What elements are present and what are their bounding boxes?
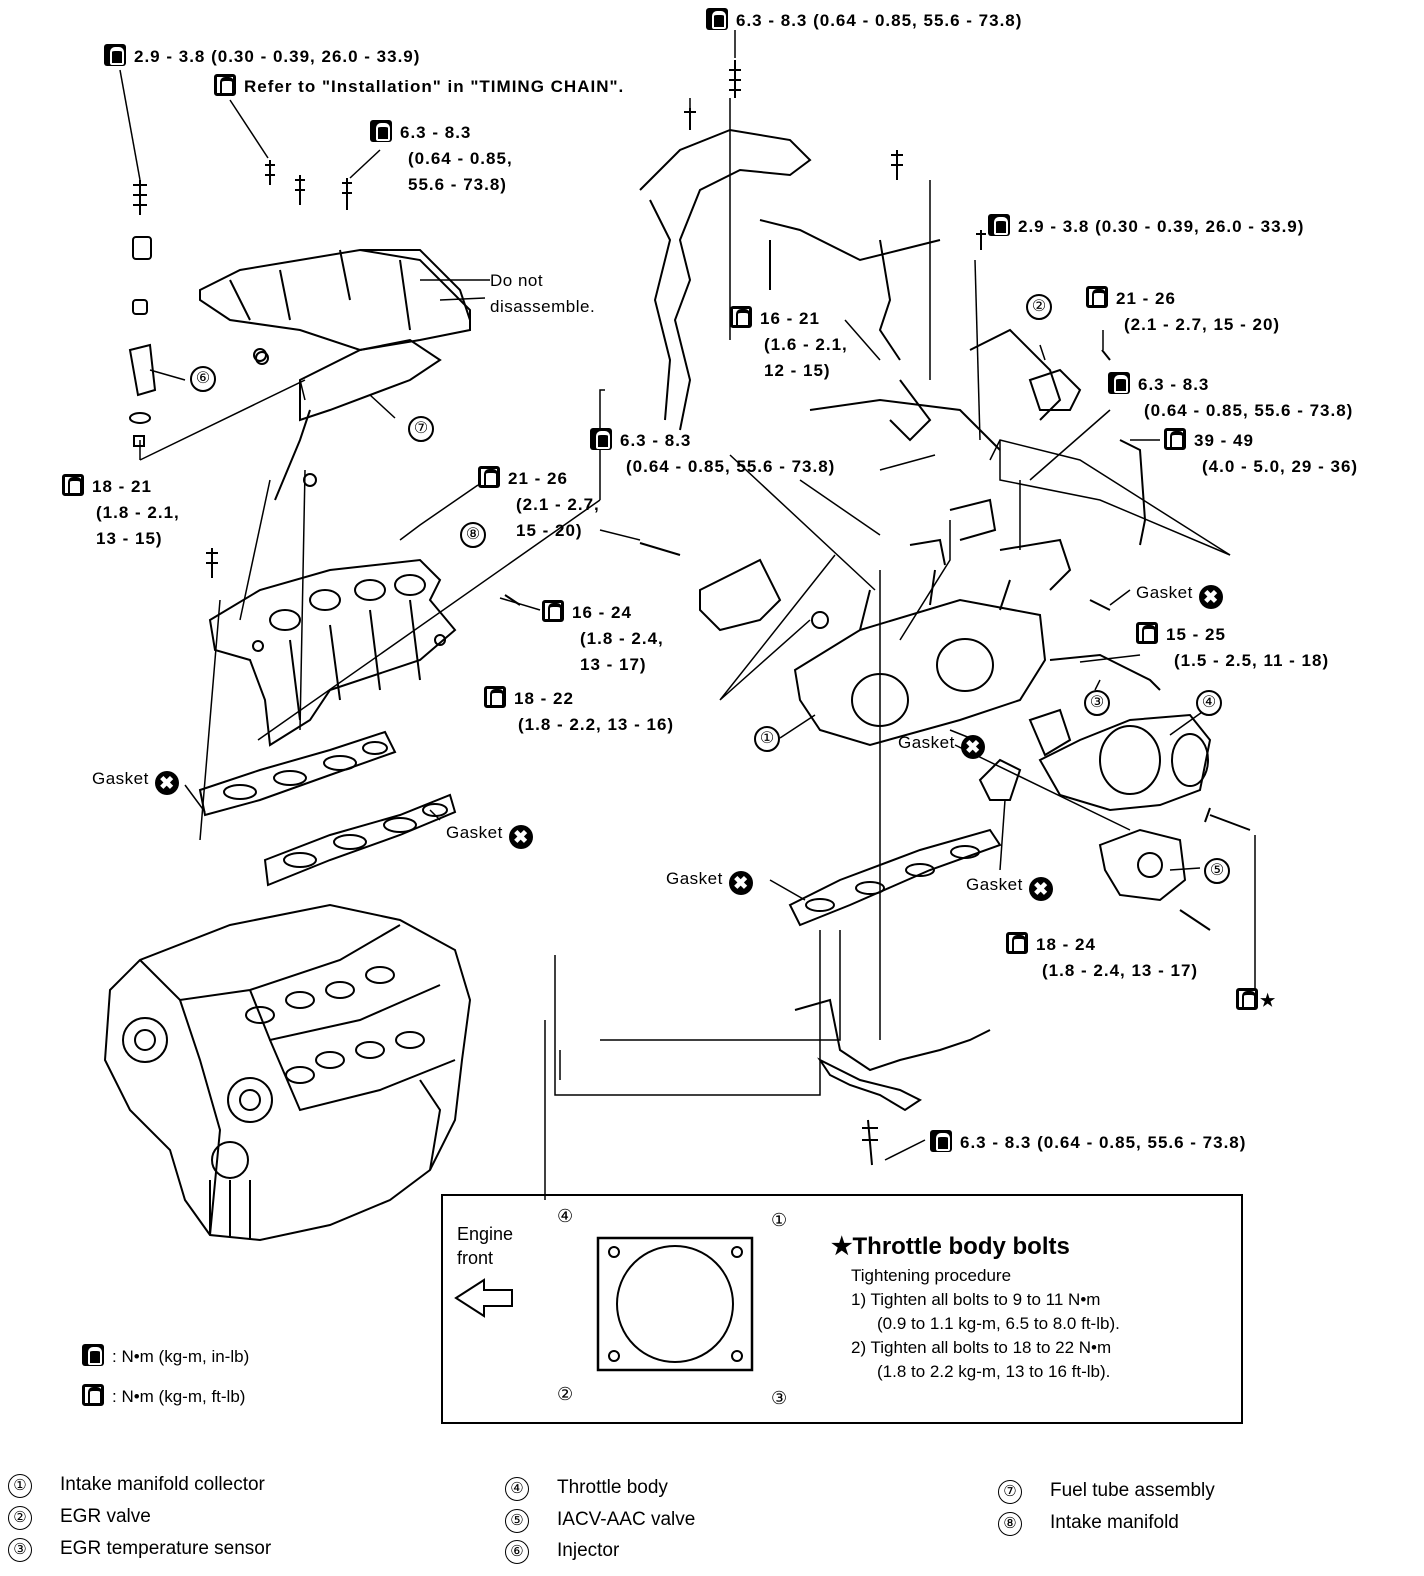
torque-open-icon xyxy=(82,1384,104,1406)
gasket-label-left: Gasket✖ xyxy=(92,766,179,795)
replace-gasket-icon: ✖ xyxy=(508,825,533,849)
torque-open-icon xyxy=(1136,622,1158,644)
torque-right-top: 2.9 - 3.8 (0.30 - 0.39, 26.0 - 33.9) xyxy=(988,214,1304,240)
callout-4: ④ xyxy=(1196,690,1222,716)
do-not-disassemble-note: Do not disassemble. xyxy=(490,271,596,316)
torque-egr-tube: 39 - 49 (4.0 - 5.0, 29 - 36) xyxy=(1164,428,1358,480)
tightening-procedure: Tightening procedure 1) Tighten all bolt… xyxy=(851,1266,1120,1381)
callout-5: ⑤ xyxy=(1204,858,1230,884)
torque-mid-bolts: 16 - 21 (1.6 - 2.1, 12 - 15) xyxy=(730,306,848,384)
torque-collector-bolts: 6.3 - 8.3 (0.64 - 0.85, 55.6 - 73.8) xyxy=(590,428,835,480)
torque-wrench-icon xyxy=(1108,372,1130,394)
bolt-position-4: ④ xyxy=(557,1206,574,1226)
bottom-bracket-drawing xyxy=(794,998,991,1112)
torque-collector-support: 18 - 22 (1.8 - 2.2, 13 - 16) xyxy=(484,686,674,738)
torque-upper-left-bolts: 6.3 - 8.3 (0.64 - 0.85, 55.6 - 73.8) xyxy=(370,120,513,198)
egr-drawing xyxy=(909,368,1161,691)
torque-open-icon xyxy=(730,306,752,328)
bolt-position-2: ② xyxy=(557,1384,574,1404)
throttle-bolts-title: ★Throttle body bolts xyxy=(831,1233,1070,1260)
bolt-position-1: ① xyxy=(771,1210,788,1230)
torque-manifold-bolt-left: 18 - 21 (1.8 - 2.1, 13 - 15) xyxy=(62,474,180,552)
torque-open-icon xyxy=(478,466,500,488)
throttle-gasket-diagram xyxy=(454,1236,754,1372)
torque-wrench-icon xyxy=(706,8,728,30)
torque-open-icon xyxy=(1164,428,1186,450)
torque-wrench-icon xyxy=(590,428,612,450)
torque-wrench-icon xyxy=(370,120,392,142)
gasket-label-egr: Gasket✖ xyxy=(1136,580,1223,609)
torque-right-bolt: 6.3 - 8.3 (0.64 - 0.85, 55.6 - 73.8) xyxy=(1108,372,1353,424)
torque-sensor: 15 - 25 (1.5 - 2.5, 11 - 18) xyxy=(1136,622,1329,674)
torque-manifold-nut: 21 - 26 (2.1 - 2.7, 15 - 20) xyxy=(478,466,600,544)
callout-2: ② xyxy=(1026,294,1052,320)
units-key-open: : N•m (kg-m, ft-lb) xyxy=(82,1384,245,1407)
replace-gasket-icon: ✖ xyxy=(728,871,753,895)
callout-7: ⑦ xyxy=(408,416,434,442)
torque-bottom-bolt: 6.3 - 8.3 (0.64 - 0.85, 55.6 - 73.8) xyxy=(930,1130,1246,1156)
torque-iacv-bolt: 18 - 24 (1.8 - 2.4, 13 - 17) xyxy=(1006,932,1198,984)
leader-lines xyxy=(119,30,1256,1200)
harness-drawing xyxy=(639,128,1062,451)
throttle-bolt-info-box: Engine front ④ ① ② ③ ★Throttle body bolt… xyxy=(441,1194,1243,1424)
torque-top-center: 6.3 - 8.3 (0.64 - 0.85, 55.6 - 73.8) xyxy=(706,8,1022,34)
replace-gasket-icon: ✖ xyxy=(960,735,985,759)
replace-gasket-icon: ✖ xyxy=(154,771,179,795)
torque-open-icon xyxy=(542,600,564,622)
torque-open-icon xyxy=(1006,932,1028,954)
torque-top-left: 2.9 - 3.8 (0.30 - 0.39, 26.0 - 33.9) xyxy=(104,44,420,70)
gasket-label-manifold: Gasket✖ xyxy=(446,820,533,849)
torque-wrench-icon xyxy=(930,1130,952,1152)
torque-egr-bolt: 21 - 26 (2.1 - 2.7, 15 - 20) xyxy=(1086,286,1280,338)
engine-front-label: Engine front xyxy=(457,1224,514,1268)
torque-open-icon xyxy=(62,474,84,496)
bolt-position-3: ③ xyxy=(771,1388,788,1408)
intake-manifold-drawing xyxy=(208,558,457,747)
callout-1: ① xyxy=(754,726,780,752)
torque-open-icon xyxy=(1086,286,1108,308)
callout-3: ③ xyxy=(1084,690,1110,716)
replace-gasket-icon: ✖ xyxy=(1198,585,1223,609)
torque-open-icon xyxy=(214,74,236,96)
fuel-tube-drawing xyxy=(199,248,471,501)
callout-8: ⑧ xyxy=(460,522,486,548)
bolt-drawings xyxy=(128,60,1251,1166)
gasket-label-throttle: Gasket✖ xyxy=(898,730,985,759)
gasket-label-collector: Gasket✖ xyxy=(666,866,753,895)
gasket-label-iacv: Gasket✖ xyxy=(966,872,1053,901)
torque-wrench-icon xyxy=(82,1344,104,1366)
units-key-wrench: : N•m (kg-m, in-lb) xyxy=(82,1344,249,1367)
collector-gasket-drawing xyxy=(788,708,1072,927)
torque-wrench-icon xyxy=(988,214,1010,236)
callout-6: ⑥ xyxy=(190,366,216,392)
torque-wrench-icon xyxy=(104,44,126,66)
torque-open-icon xyxy=(1236,988,1258,1010)
throttle-body-drawing xyxy=(1038,713,1212,902)
timing-chain-note: Refer to "Installation" in "TIMING CHAIN… xyxy=(214,74,624,100)
manifold-gasket-drawing xyxy=(198,730,457,887)
throttle-bolt-star-ref: ★ xyxy=(1236,988,1276,1014)
torque-bracket-bolt: 16 - 24 (1.8 - 2.4, 13 - 17) xyxy=(542,600,664,678)
torque-open-icon xyxy=(484,686,506,708)
engine-block-drawing xyxy=(103,903,472,1242)
replace-gasket-icon: ✖ xyxy=(1028,877,1053,901)
